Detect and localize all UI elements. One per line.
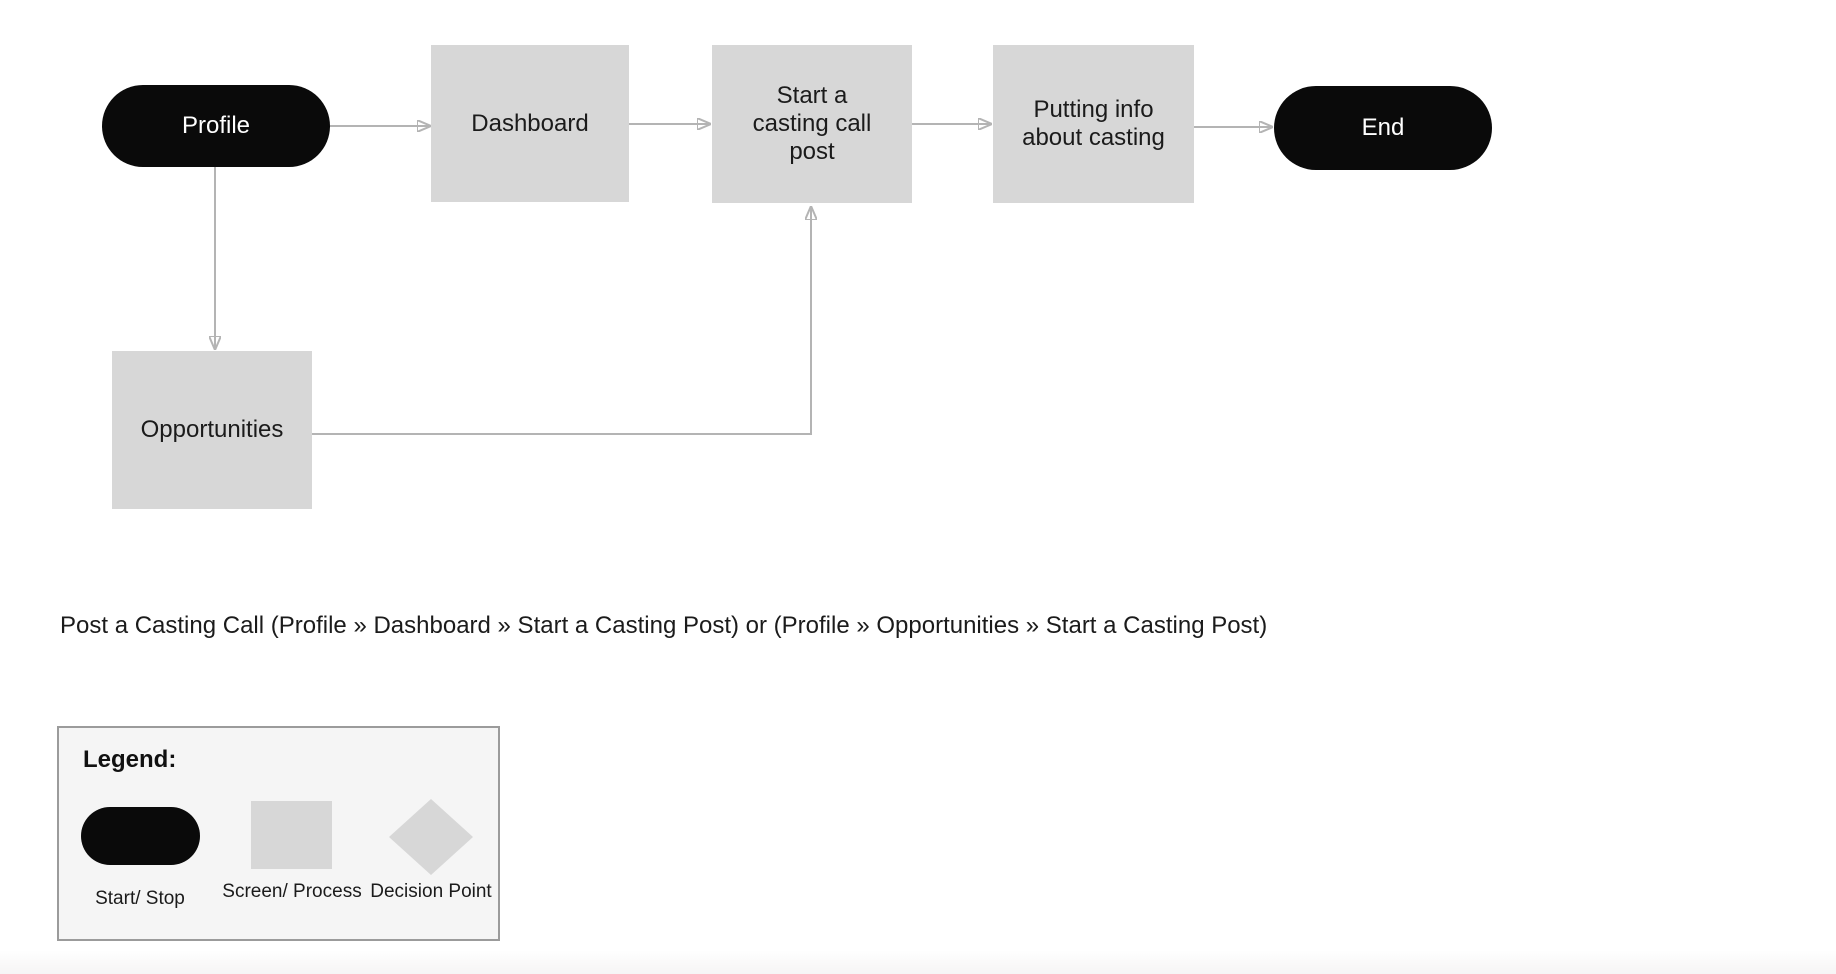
node-putting-info-about-casting-label: Putting info about casting <box>1022 96 1165 151</box>
node-dashboard-label: Dashboard <box>471 109 589 137</box>
legend: Legend: Start/ Stop Screen/ Process Deci… <box>57 726 500 941</box>
connector-opportunities-start-post <box>312 207 811 435</box>
node-start-casting-call-post-label: Start a casting call post <box>752 82 872 165</box>
node-opportunities: Opportunities <box>112 351 312 509</box>
legend-label-decision-point: Decision Point <box>370 881 492 902</box>
decision-diamond-icon <box>389 799 473 875</box>
bottom-page-edge <box>0 950 1836 974</box>
node-putting-info-about-casting: Putting info about casting <box>993 45 1194 203</box>
node-profile-label: Profile <box>181 112 251 139</box>
caption: Post a Casting Call (Profile » Dashboard… <box>60 612 1268 639</box>
node-profile: Profile <box>102 85 330 167</box>
node-start-casting-call-post: Start a casting call post <box>712 45 912 203</box>
node-end-label: End <box>1361 114 1405 141</box>
legend-label-screen-process: Screen/ Process <box>222 881 362 902</box>
start-stop-pill-icon <box>81 807 200 865</box>
node-opportunities-label: Opportunities <box>140 416 284 443</box>
node-end: End <box>1274 86 1492 170</box>
legend-title: Legend: <box>83 746 177 773</box>
screen-process-square-icon <box>251 801 332 869</box>
node-dashboard: Dashboard <box>431 45 629 202</box>
legend-label-start-stop: Start/ Stop <box>95 888 185 909</box>
